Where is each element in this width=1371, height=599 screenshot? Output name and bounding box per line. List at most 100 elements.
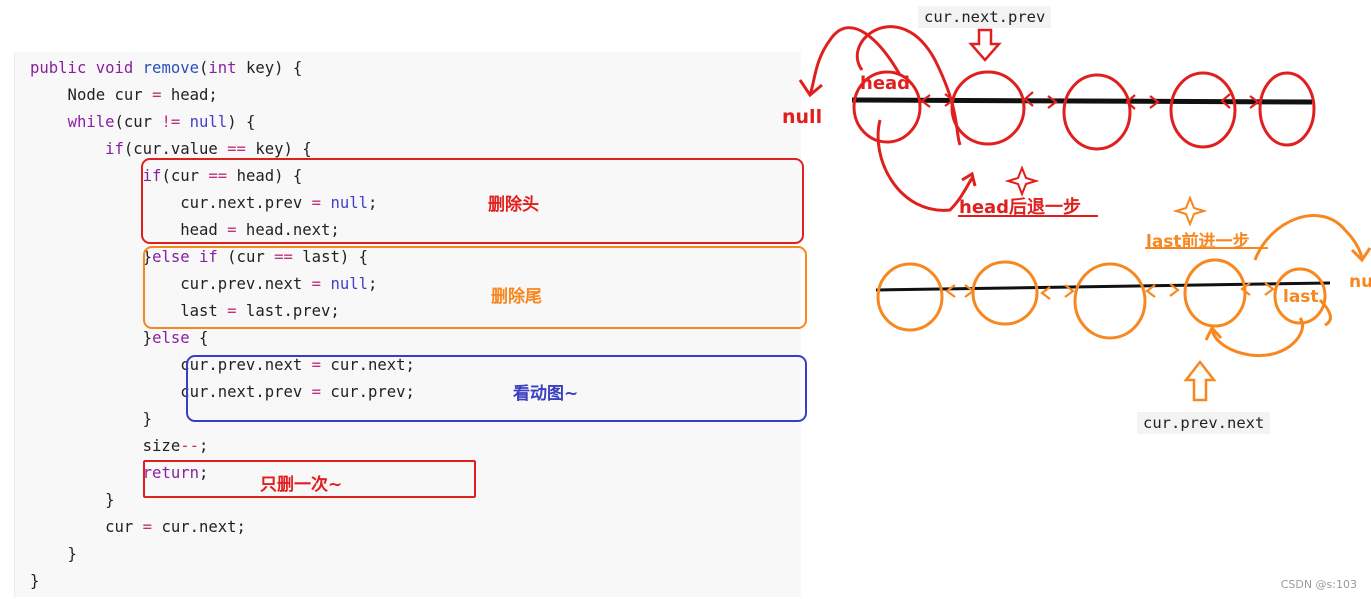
code-token: cur (30, 518, 143, 536)
last-null-arrowhead (1350, 247, 1371, 263)
code-token: (cur (161, 167, 209, 185)
head-back-arrow (876, 119, 974, 212)
delete-once-box (143, 460, 476, 498)
code-line: size--; (30, 433, 209, 460)
bottom-list-line (875, 281, 1331, 292)
code-line: Node cur = head; (30, 82, 218, 109)
code-line: if(cur == head) { (30, 163, 303, 190)
code-token: = (311, 194, 322, 212)
code-line: } (30, 568, 39, 595)
last-null-arrow (1253, 214, 1364, 261)
code-line: }else { (30, 325, 209, 352)
code-token: = (152, 86, 162, 104)
code-token: ) { (227, 113, 256, 131)
code-token: cur.next.prev (30, 194, 312, 212)
code-token: { (189, 329, 209, 347)
last-step-note: last前进一步 (1146, 232, 1250, 252)
code-token: Node cur (30, 86, 153, 104)
code-token: (cur (217, 248, 275, 266)
code-line: cur.prev.next = cur.next; (30, 352, 415, 379)
code-token: = (311, 356, 322, 374)
cur-prev-next-label: cur.prev.next (1137, 412, 1271, 434)
delete-head-box (141, 158, 804, 244)
code-token: cur.prev; (321, 383, 415, 401)
code-token: = (227, 221, 237, 239)
code-token: cur.next; (152, 518, 246, 536)
code-line: while(cur != null) { (30, 109, 256, 136)
code-token: while (67, 113, 115, 131)
code-token: if (105, 140, 124, 158)
code-token: null (189, 113, 228, 131)
code-token: = (227, 302, 237, 320)
head-null-arrowhead (798, 79, 823, 98)
code-token: (cur.value (123, 140, 228, 158)
code-token: } (30, 248, 153, 266)
code-token: ; (199, 437, 209, 455)
bottom-node-4 (1183, 258, 1247, 328)
code-token: key) { (245, 140, 312, 158)
code-token: = (311, 275, 322, 293)
code-token: } (30, 410, 153, 428)
cur-next-prev-label: cur.next.prev (918, 6, 1052, 28)
code-line: cur.next.prev = null; (30, 190, 377, 217)
code-token: last) { (292, 248, 369, 266)
code-token: public void (30, 59, 143, 77)
code-token: } (30, 491, 115, 509)
delete-tail-note: 删除尾 (491, 287, 542, 307)
code-token: return (142, 464, 200, 482)
top-list (798, 25, 1316, 217)
bottom-link-4 (1240, 282, 1275, 296)
code-token: == (274, 248, 293, 266)
delete-once-note: 只删一次~ (260, 475, 343, 495)
code-token: remove (142, 59, 200, 77)
code-token: if (142, 167, 162, 185)
code-token: != (161, 113, 181, 131)
top-node-2 (950, 70, 1026, 146)
code-line: cur.prev.next = null; (30, 271, 377, 298)
bottom-node-2 (971, 260, 1039, 326)
code-line: cur.next.prev = cur.prev; (30, 379, 415, 406)
code-token: null (330, 275, 368, 293)
code-token: head) { (227, 167, 303, 185)
top-down-arrow (968, 28, 1002, 62)
code-token: cur.prev.next (30, 356, 312, 374)
code-token: null (330, 194, 368, 212)
code-line: last = last.prev; (30, 298, 340, 325)
code-token: == (227, 140, 246, 158)
see-animation-box (186, 355, 807, 422)
code-token: ; (199, 464, 209, 482)
code-token: cur.next; (321, 356, 415, 374)
code-token: cur.prev.next (30, 275, 312, 293)
code-line: } (30, 541, 77, 568)
code-line: return; (30, 460, 209, 487)
code-line: } (30, 406, 152, 433)
code-token: ( (199, 59, 209, 77)
code-token: size (30, 437, 181, 455)
code-line: }else if (cur == last) { (30, 244, 368, 271)
code-token: ; (368, 194, 378, 212)
code-token: last.prev; (236, 302, 340, 320)
code-line: if(cur.value == key) { (30, 136, 312, 163)
code-token: key) { (236, 59, 303, 77)
code-line: public void remove(int key) { (30, 55, 302, 82)
code-token: int (208, 59, 237, 77)
top-sparkle (1004, 165, 1040, 197)
code-token: } (30, 545, 77, 563)
code-token: head.next; (236, 221, 340, 239)
code-line: head = head.next; (30, 217, 340, 244)
bottom-node-1 (876, 262, 944, 332)
top-node-3 (1062, 73, 1132, 151)
head-null-arrow (808, 26, 902, 96)
code-token: = (142, 518, 153, 536)
code-token: = (311, 383, 322, 401)
code-line: cur = cur.next; (30, 514, 246, 541)
code-token: head; (161, 86, 218, 104)
top-node-1 (852, 70, 922, 144)
code-token: } (30, 572, 40, 590)
code-token: } (30, 329, 153, 347)
bottom-sparkle (1172, 195, 1208, 227)
last-curl (1318, 298, 1332, 327)
code-token: == (208, 167, 228, 185)
bottom-node-3 (1073, 262, 1147, 340)
